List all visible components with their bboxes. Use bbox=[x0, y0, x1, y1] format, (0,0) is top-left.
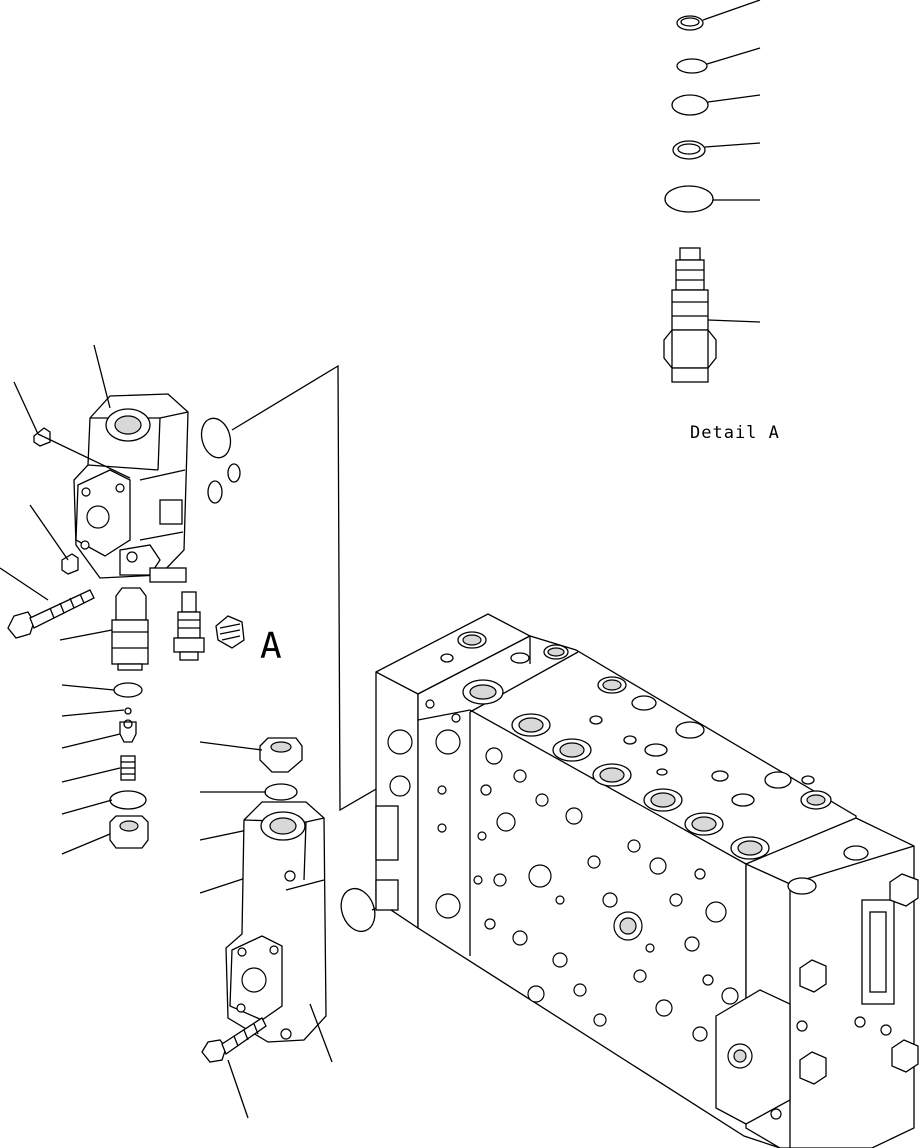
spring-left bbox=[120, 755, 136, 781]
plug-left bbox=[109, 815, 149, 849]
detail-marker: A bbox=[260, 626, 282, 667]
leader-line bbox=[707, 319, 761, 323]
leader-lines-lower bbox=[227, 1003, 333, 1119]
mounting-bolt-lower bbox=[201, 1017, 267, 1063]
upper-valve-section bbox=[73, 393, 189, 583]
o-ring-left-1 bbox=[113, 682, 143, 698]
o-ring-lower bbox=[340, 887, 376, 933]
o-ring-small-upper-1 bbox=[227, 463, 241, 483]
leader-lines-left bbox=[0, 344, 131, 855]
detail-cartridge-valve bbox=[663, 247, 717, 383]
detail-backup-ring-1 bbox=[676, 15, 704, 31]
plug-middle bbox=[259, 737, 303, 773]
o-ring-left-2 bbox=[109, 790, 147, 810]
plug-small-1 bbox=[33, 427, 51, 447]
leader-line bbox=[702, 0, 761, 21]
detail-backup-ring-2 bbox=[672, 140, 706, 160]
spool-upper bbox=[111, 587, 149, 671]
o-ring-small-upper-2 bbox=[207, 480, 223, 504]
leader-line bbox=[707, 94, 761, 103]
poppet bbox=[119, 719, 137, 743]
o-ring-middle bbox=[264, 783, 298, 801]
leader-line bbox=[704, 142, 761, 148]
detail-a-group: Detail A bbox=[663, 0, 780, 443]
lower-valve-section bbox=[225, 801, 327, 1043]
cartridge-valve-exploded bbox=[173, 591, 205, 661]
main-valve-body bbox=[375, 613, 919, 1148]
detail-caption: Detail A bbox=[690, 423, 780, 443]
detail-o-ring-2 bbox=[671, 94, 709, 116]
mounting-bolt-upper bbox=[7, 589, 95, 639]
o-ring-large-upper bbox=[200, 417, 232, 459]
plug-small-2 bbox=[61, 553, 79, 575]
detail-o-ring-1 bbox=[676, 58, 708, 74]
screw-cluster bbox=[215, 615, 245, 649]
detail-o-ring-3 bbox=[664, 185, 714, 213]
leader-line bbox=[706, 47, 761, 65]
ball-small bbox=[124, 707, 132, 715]
